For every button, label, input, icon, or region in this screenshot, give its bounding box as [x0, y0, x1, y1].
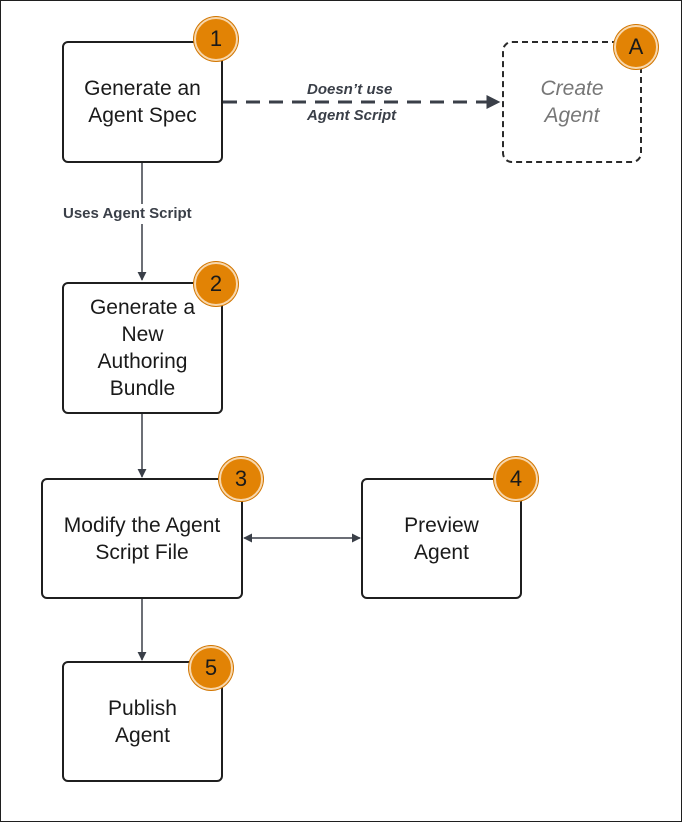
- node-create-agent-label: Create Agent: [540, 77, 604, 127]
- edge-label-doesnt-use-line1: Doesn’t use: [307, 81, 393, 98]
- node-generate-authoring-bundle: Generate a New Authoring Bundle: [62, 282, 223, 414]
- node-generate-agent-spec: Generate an Agent Spec: [62, 41, 223, 163]
- edge-label-doesnt-use-line2: Agent Script: [307, 107, 397, 124]
- node-generate-agent-spec-label: Generate an Agent Spec: [84, 77, 201, 127]
- node-generate-authoring-bundle-label: Generate a New Authoring Bundle: [89, 296, 196, 400]
- node-publish-agent-label: Publish Agent: [108, 696, 177, 747]
- step-badge-3: 3: [219, 457, 263, 501]
- node-modify-agent-script-label: Modify the Agent Script File: [63, 513, 221, 564]
- node-preview-agent: Preview Agent: [361, 478, 522, 599]
- step-badge-a: A: [614, 25, 658, 69]
- step-badge-1: 1: [194, 17, 238, 61]
- node-preview-agent-label: Preview Agent: [404, 513, 479, 564]
- step-badge-2: 2: [194, 262, 238, 306]
- step-badge-5: 5: [189, 646, 233, 690]
- step-badge-4: 4: [494, 457, 538, 501]
- node-modify-agent-script: Modify the Agent Script File: [41, 478, 243, 599]
- node-create-agent: Create Agent: [502, 41, 642, 163]
- edge-label-uses-agent-script: Uses Agent Script: [63, 204, 192, 224]
- edge-label-doesnt-use-agent-script: Doesn’t use Agent Script: [307, 80, 396, 126]
